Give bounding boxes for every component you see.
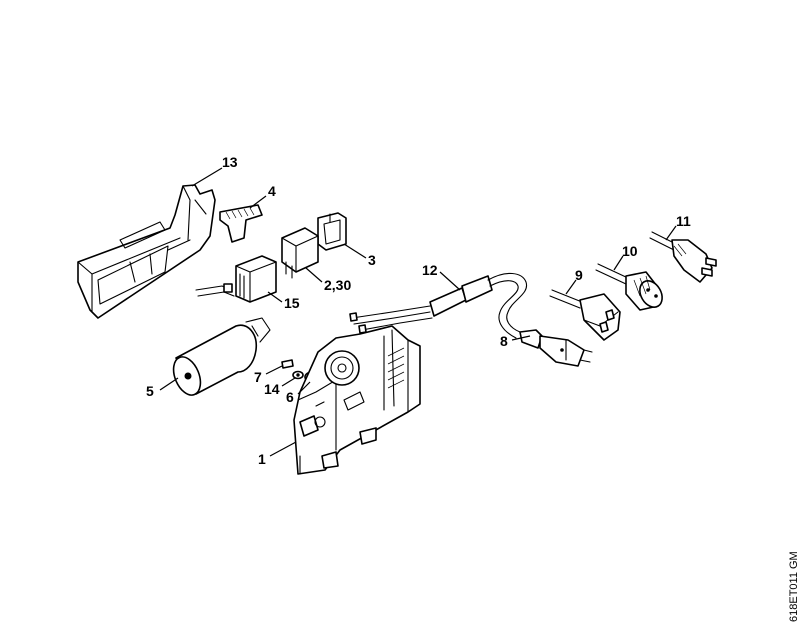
callout-15: 15 [284, 295, 300, 311]
leader-13 [191, 167, 223, 187]
callout-11: 11 [676, 213, 691, 229]
leader-8 [511, 335, 531, 341]
callout-6: 6 [286, 389, 294, 405]
callout-12: 12 [422, 262, 438, 278]
leader-6 [297, 381, 311, 395]
leader-3 [343, 243, 367, 259]
callout-10: 10 [622, 243, 638, 259]
leader-15 [267, 291, 283, 303]
part-9-plug [549, 289, 621, 341]
leader-9 [565, 279, 577, 295]
part-7-screw [281, 359, 294, 369]
part-12-power-cable [349, 272, 528, 339]
part-3-bracket [317, 212, 347, 251]
callout-5: 5 [146, 383, 154, 399]
leader-11 [665, 225, 677, 241]
part-4-switch [219, 204, 263, 243]
callout-4: 4 [268, 183, 276, 199]
part-2-30-block [281, 227, 319, 279]
leader-7 [265, 365, 283, 375]
leader-5 [159, 377, 179, 391]
part-14-washer [292, 370, 304, 380]
drawing-code: 618ET011 GM [788, 551, 800, 622]
part-10-plug [595, 263, 663, 311]
leader-lines [159, 167, 677, 457]
leader-12 [439, 271, 461, 291]
callout-7: 7 [254, 369, 262, 385]
callout-2-30: 2,30 [324, 277, 351, 293]
part-5-capacitor [172, 317, 271, 396]
part-8-plug [519, 329, 593, 367]
part-15-terminal-block [195, 255, 277, 303]
callout-9: 9 [575, 267, 583, 283]
part-1-motor-housing [293, 325, 421, 475]
leader-2-30 [305, 267, 323, 283]
leader-10 [613, 255, 624, 271]
callout-13: 13 [222, 154, 238, 170]
callout-labels: 13 4 3 2,30 15 12 11 10 9 8 5 7 14 6 1 [146, 154, 691, 467]
leader-1 [269, 441, 297, 457]
leader-4 [249, 195, 267, 209]
callout-14: 14 [264, 381, 280, 397]
part-13-cover-housing [77, 184, 216, 319]
part-11-plug [649, 231, 717, 283]
callout-8: 8 [500, 333, 508, 349]
callout-1: 1 [258, 451, 266, 467]
callout-3: 3 [368, 252, 376, 268]
leader-14 [281, 377, 296, 387]
